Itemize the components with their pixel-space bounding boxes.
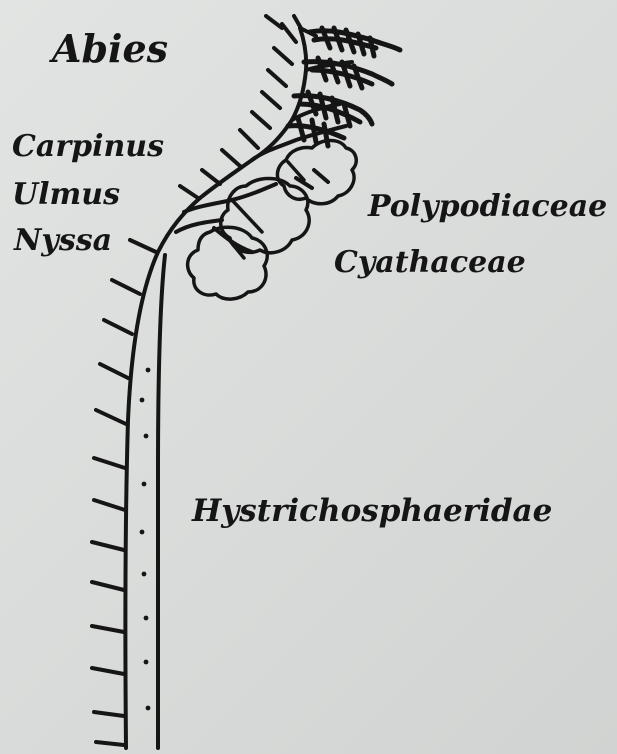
label-carpinus: Carpinus xyxy=(12,132,164,162)
trunk-right-line xyxy=(158,255,165,748)
label-nyssa: Nyssa xyxy=(14,226,112,256)
label-ulmus: Ulmus xyxy=(12,180,120,210)
label-abies: Abies xyxy=(52,30,168,68)
main-trunk xyxy=(125,198,200,748)
label-hystrichosphaeridae: Hystrichosphaeridae xyxy=(192,496,552,527)
trunk-dots xyxy=(140,368,151,711)
label-polypodiaceae: Polypodiaceae xyxy=(368,192,607,222)
label-cyathaceae: Cyathaceae xyxy=(334,248,526,278)
